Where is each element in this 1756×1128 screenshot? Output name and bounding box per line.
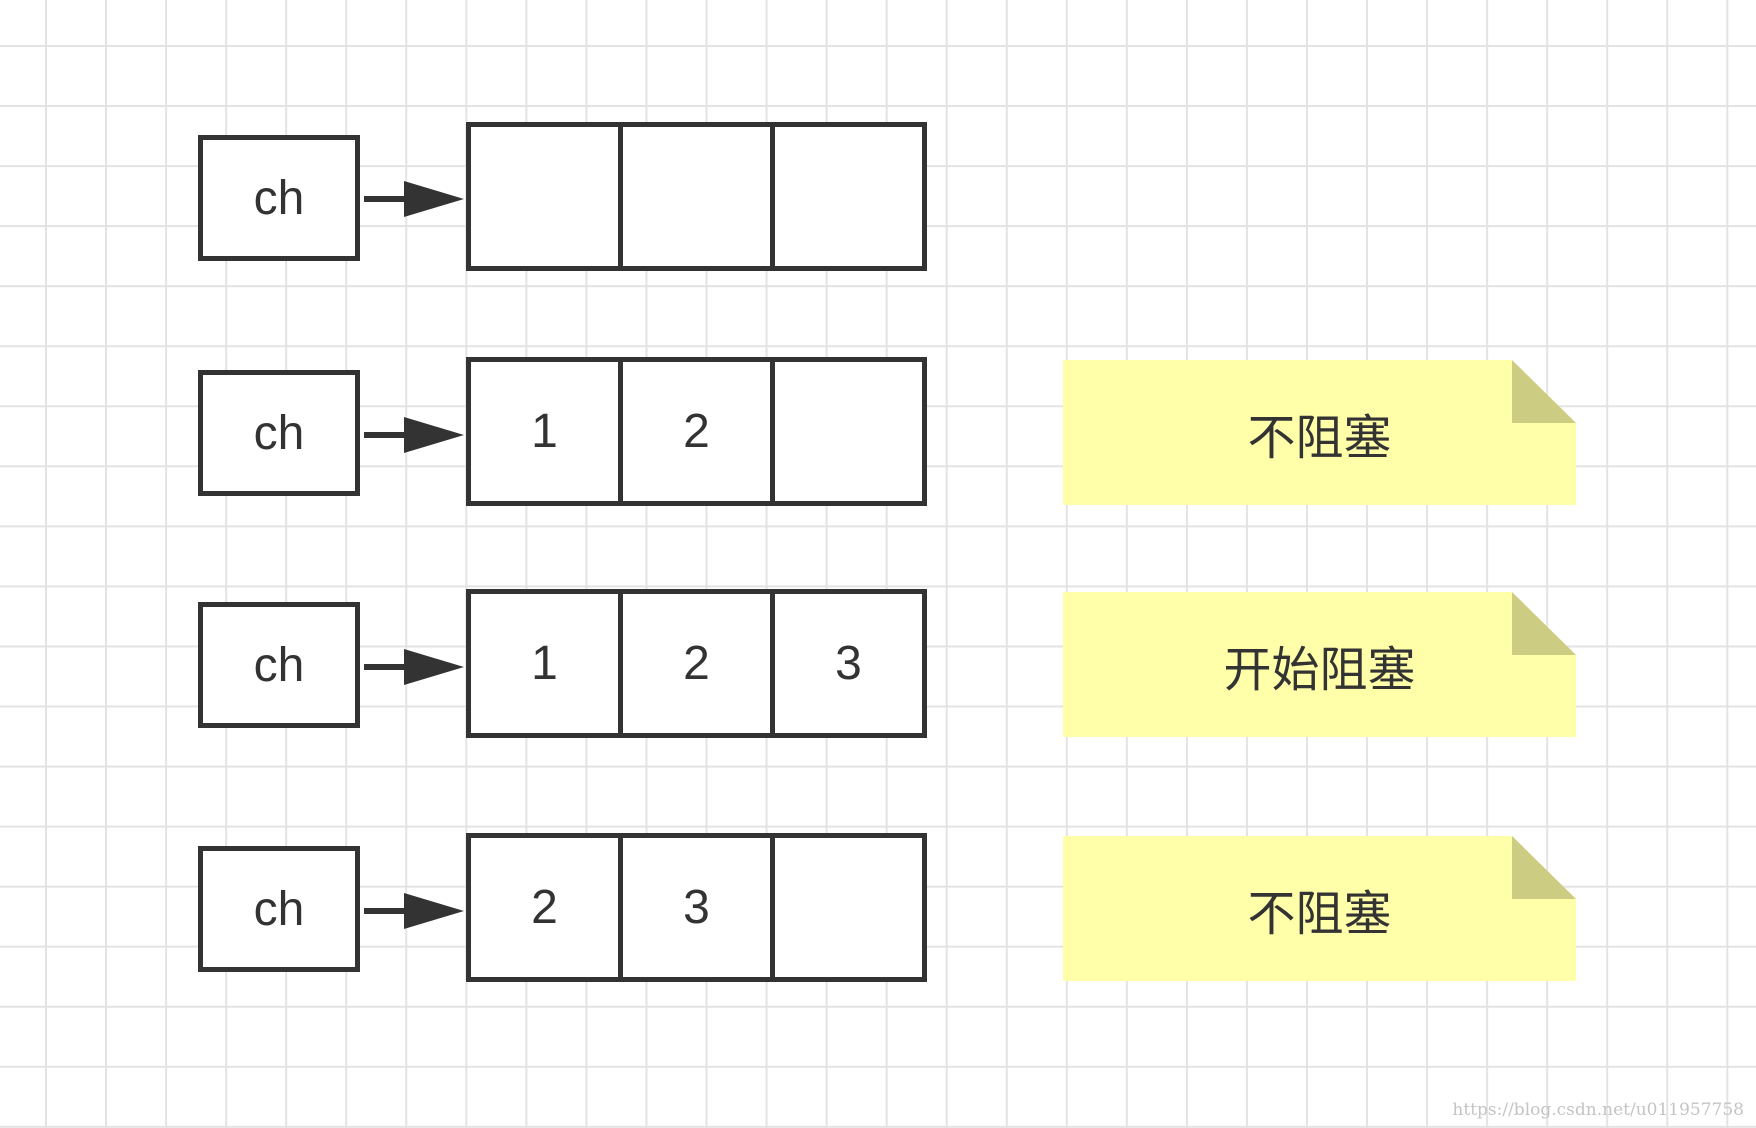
- buffer-slot: 2: [531, 881, 558, 934]
- channel-buffer: [466, 122, 927, 271]
- status-note: 不阻塞: [1063, 836, 1576, 981]
- watermark-text: https://blog.csdn.net/u011957758: [1452, 1100, 1744, 1120]
- channel-pointer-label: ch: [253, 406, 305, 460]
- buffer-slot: [770, 362, 922, 501]
- buffer-slot: 2: [618, 594, 770, 733]
- buffer-slot: [770, 838, 922, 977]
- channel-pointer-box: ch: [198, 846, 360, 972]
- status-note-label: 不阻塞: [1247, 885, 1392, 942]
- channel-pointer-box: ch: [198, 370, 360, 496]
- buffer-slot: [618, 127, 770, 266]
- status-note-label: 开始阻塞: [1223, 641, 1416, 698]
- buffer-slot: 1: [531, 637, 558, 690]
- status-note-label: 不阻塞: [1247, 409, 1392, 466]
- buffer-slot: 3: [770, 594, 922, 733]
- note-shape-icon: [1063, 360, 1576, 505]
- channel-buffer: 1 2: [466, 357, 927, 506]
- channel-pointer-label: ch: [253, 638, 305, 692]
- channel-pointer-label: ch: [253, 171, 305, 225]
- pointer-arrow-icon: [364, 417, 464, 453]
- buffer-slot: 1: [531, 405, 558, 458]
- note-shape-icon: [1063, 592, 1576, 737]
- buffer-slot: 2: [618, 362, 770, 501]
- pointer-arrow-icon: [364, 181, 464, 217]
- buffer-slot: [770, 127, 922, 266]
- channel-pointer-box: ch: [198, 135, 360, 261]
- channel-pointer-box: ch: [198, 602, 360, 728]
- pointer-arrow-icon: [364, 893, 464, 929]
- buffer-slot: [471, 127, 618, 266]
- buffer-slot: 3: [618, 838, 770, 977]
- channel-pointer-label: ch: [253, 882, 305, 936]
- note-shape-icon: [1063, 836, 1576, 981]
- pointer-arrow-icon: [364, 649, 464, 685]
- status-note: 开始阻塞: [1063, 592, 1576, 737]
- channel-buffer: 1 2 3: [466, 589, 927, 738]
- status-note: 不阻塞: [1063, 360, 1576, 505]
- channel-buffer: 2 3: [466, 833, 927, 982]
